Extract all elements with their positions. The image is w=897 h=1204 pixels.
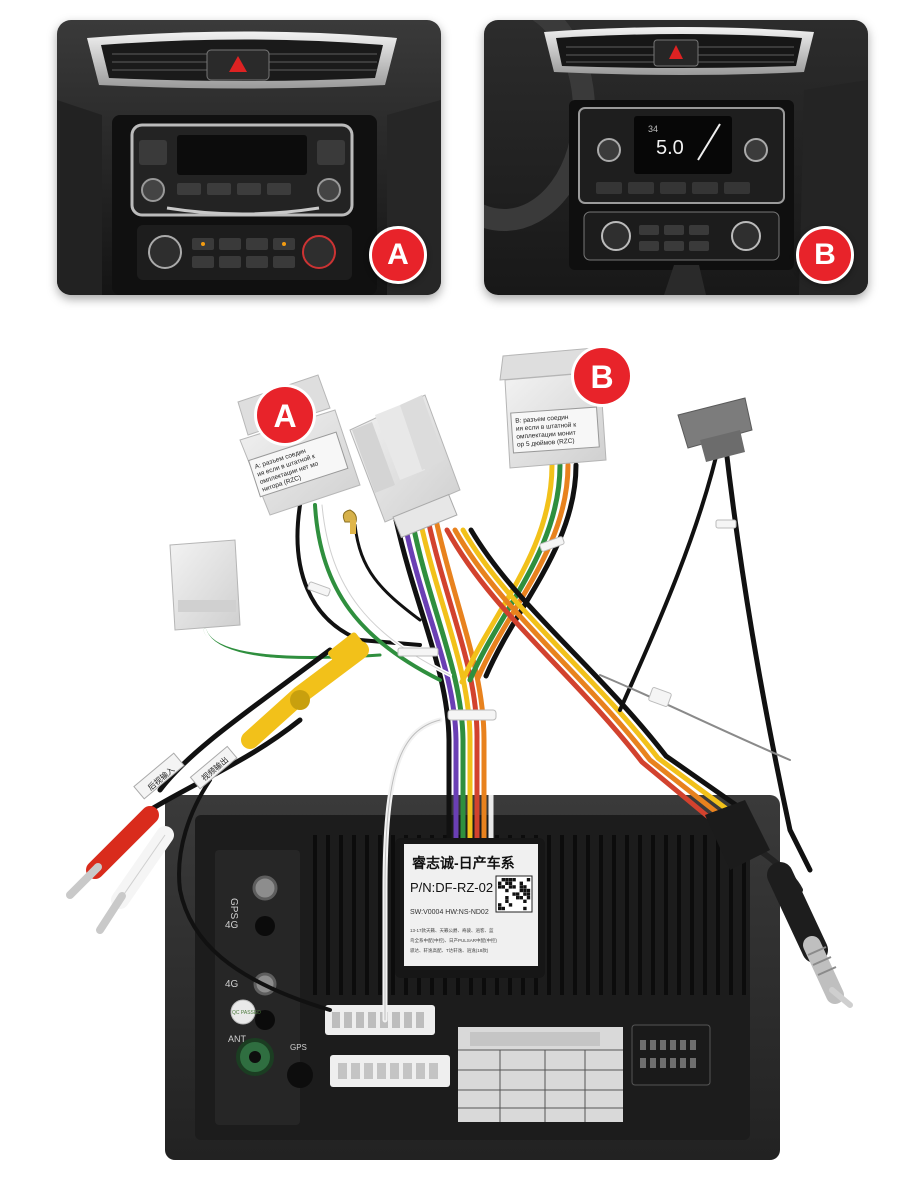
zip-ties bbox=[307, 519, 737, 721]
decoder-part-number: P/N:DF-RZ-02 bbox=[410, 880, 493, 895]
main-harness-connector bbox=[349, 394, 461, 539]
aux-port bbox=[255, 1010, 275, 1030]
grey-connector bbox=[677, 397, 753, 462]
photo-b-badge: B bbox=[796, 226, 854, 284]
wiring-harness-scene: GPS 4G 4G ANT GPS QC PASSED bbox=[66, 345, 853, 1160]
qc-passed-text: QC PASSED bbox=[232, 1010, 261, 1016]
wire-bundle bbox=[147, 437, 813, 1023]
badge-a: A bbox=[254, 384, 316, 446]
4g-antenna-label: 4G bbox=[225, 979, 239, 990]
volume-knob bbox=[141, 178, 165, 202]
badge-a-letter: A bbox=[273, 398, 296, 434]
climate-knob-left bbox=[148, 235, 182, 269]
dashboard-a-image bbox=[57, 20, 441, 295]
decoder-compat-line2: 鸟全系中配(中控)、日产PULSAR中配(中控) bbox=[410, 937, 498, 944]
connector-b-text-3: омплектации монит bbox=[516, 430, 576, 441]
4g-port bbox=[255, 916, 275, 936]
antenna-adapter bbox=[705, 800, 853, 1008]
qr-pattern bbox=[498, 878, 531, 911]
decoder-title: 睿志诚-日产车系 bbox=[411, 855, 515, 871]
radio-display bbox=[177, 135, 307, 175]
small-left-connector bbox=[169, 539, 241, 631]
decoder-compat-line3: 骐达、轩逸高配、T达轩逸、逍逸(18款) bbox=[410, 947, 489, 954]
radio-lcd bbox=[634, 116, 732, 174]
decoder-compat-line1: 13-17款天籁、天籁公爵、奇骏、逍客、蓝 bbox=[410, 927, 494, 934]
ant-label: ANT bbox=[228, 1034, 247, 1044]
connector-b-sticker bbox=[510, 406, 600, 454]
connector-b-text-1: B: разъем соедин bbox=[515, 414, 569, 425]
display-value: 5.0 bbox=[656, 137, 684, 159]
ground-spade-terminal bbox=[342, 509, 357, 534]
connector-a-sticker bbox=[247, 431, 349, 498]
gear-shifter bbox=[664, 265, 706, 295]
hazard-icon bbox=[229, 56, 247, 72]
hazard-icon-b bbox=[669, 45, 683, 59]
yellow-rca-plug bbox=[241, 632, 369, 749]
canbus-decoder: 睿志诚-日产车系 P/N:DF-RZ-02 SW:V0004 HW:NS-ND0… bbox=[395, 838, 545, 978]
dashboard-photo-b: 34 5.0 B bbox=[484, 20, 868, 295]
4g-port-label: 4G bbox=[225, 920, 239, 931]
dashboard-photo-a: A bbox=[57, 20, 441, 295]
badge-b-letter: B bbox=[590, 359, 613, 395]
display-prefix: 34 bbox=[648, 124, 658, 134]
gps-port bbox=[252, 875, 278, 901]
rca-tag-2 bbox=[189, 745, 238, 790]
qc-passed-sticker bbox=[230, 999, 256, 1025]
badge-b: B bbox=[571, 345, 633, 407]
gps-socket-2 bbox=[287, 1062, 313, 1088]
tune-knob bbox=[317, 178, 341, 202]
rca-tag-1 bbox=[133, 752, 185, 800]
gps-port-label: GPS bbox=[228, 898, 239, 919]
unit-socket-right bbox=[631, 1024, 711, 1086]
photo-a-badge: A bbox=[369, 226, 427, 284]
gps-small-label: GPS bbox=[290, 1043, 307, 1052]
dashboard-b-image: 34 5.0 bbox=[484, 20, 868, 295]
decoder-sw-hw: SW:V0004 HW:NS-ND02 bbox=[410, 909, 489, 916]
climate-knob-right bbox=[302, 235, 336, 269]
